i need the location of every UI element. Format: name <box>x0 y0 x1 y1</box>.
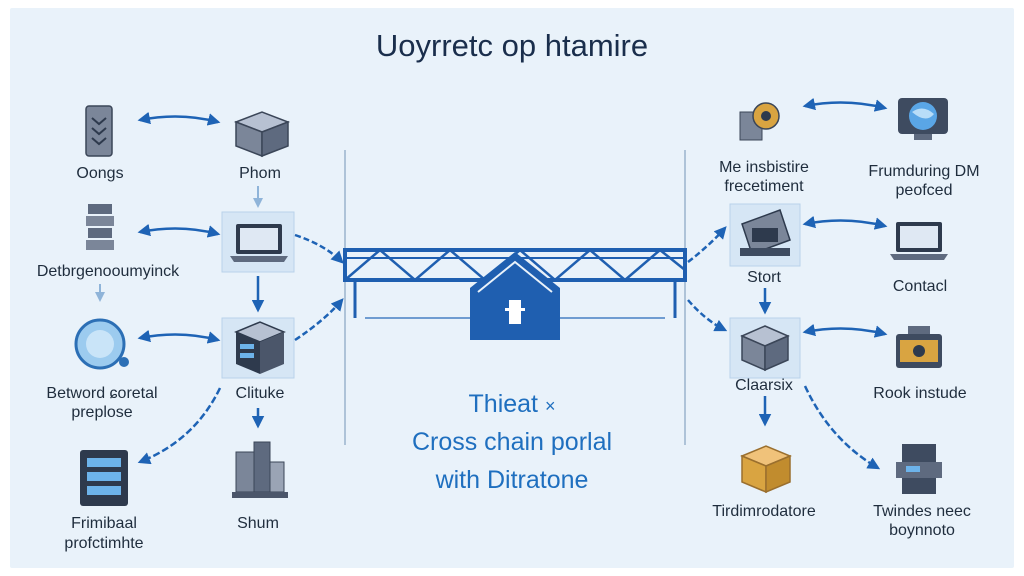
caption-line-1-mark: × <box>544 396 556 416</box>
caption-line-1-text: Thieat <box>468 390 538 418</box>
caption-line-1: Thieat × <box>0 384 1024 426</box>
arrow-left-to-bridge-bottom <box>294 298 344 342</box>
label-twindes-line1: Twindes neec <box>873 503 971 520</box>
label-shum: Shum <box>237 515 279 532</box>
monitor-globe-icon <box>898 98 948 140</box>
label-frumduring-line1: Frumduring DM <box>868 163 980 180</box>
label-betword-line1: Betword ɕoretal <box>46 385 158 402</box>
cube-box-icon <box>233 111 291 158</box>
label-claarsix: Claarsix <box>735 377 793 394</box>
server-tower-icon <box>80 450 128 506</box>
arrow-claarsix-rook <box>802 323 888 338</box>
arrow-oongs-phom <box>137 111 221 126</box>
label-detbrg: Detbrgenooumyinck <box>36 263 180 280</box>
house-portal-icon <box>470 252 560 340</box>
caption-line-3: with Ditratone <box>435 466 589 494</box>
building-cluster-icon <box>232 441 288 498</box>
cube-box-icon-right <box>740 325 790 372</box>
label-rook: Rook instude <box>873 385 967 402</box>
toolbox-icon <box>896 326 942 368</box>
label-frimibaal-line1: Frimibaal <box>71 515 137 532</box>
laptop-icon-right <box>890 222 948 260</box>
stacked-devices-icon <box>896 444 942 494</box>
globe-lens-icon <box>74 318 129 370</box>
arrow-bridge-to-right-top <box>687 226 727 263</box>
label-frimibaal-line2: profctimhte <box>64 535 144 552</box>
label-phom: Phom <box>239 165 281 182</box>
arrow-detbrg-laptop <box>137 223 221 238</box>
arrow-left-to-bridge-top <box>294 233 344 264</box>
laptop-icon <box>230 224 288 262</box>
label-betword-line2: preplose <box>71 404 133 421</box>
storage-array-icon <box>740 209 791 256</box>
server-cube-icon <box>234 321 286 374</box>
label-frumduring-line2: peofced <box>895 182 953 199</box>
arrow-meins-frumduring <box>802 97 888 112</box>
label-tirdim: Tirdimrodatore <box>712 503 816 520</box>
diagram-title: Uoyrretc op htamire <box>375 28 649 63</box>
label-oongs: Oongs <box>76 165 124 182</box>
arrow-betword-clituke <box>137 329 221 344</box>
arrow-claarsix-twindes <box>803 385 881 470</box>
document-shield-icon <box>739 102 780 141</box>
arrow-stort-contacl <box>802 215 888 230</box>
package-box-icon <box>740 445 792 494</box>
label-stort: Stort <box>747 269 781 286</box>
label-clituke: Clituke <box>235 385 285 402</box>
label-twindes-line2: boynnoto <box>889 522 955 539</box>
arrow-clituke-frimibaal <box>137 387 222 465</box>
arrow-bridge-to-right-bottom <box>687 299 728 332</box>
data-stack-icon <box>86 204 114 250</box>
label-meins-line1: Me insbistire <box>719 159 809 176</box>
label-contacl: Contacl <box>892 278 948 295</box>
server-rack-icon <box>85 105 113 157</box>
label-meins-line2: frecetiment <box>724 178 804 195</box>
caption-line-2: Cross chain porlal <box>411 428 613 456</box>
